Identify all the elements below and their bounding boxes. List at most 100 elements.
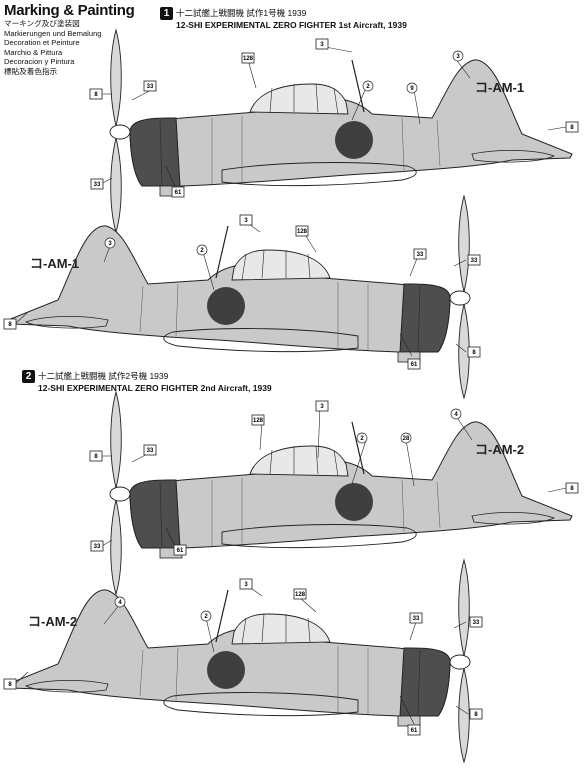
lang-fr: Decoration et Peinture <box>4 38 80 48</box>
callout-33: 33 <box>409 612 423 624</box>
callout-number: 9 <box>410 86 414 92</box>
callout-61: 61 <box>407 724 421 736</box>
callout-number: 8 <box>570 125 574 131</box>
callout-8: 8 <box>89 450 103 462</box>
callout-8: 8 <box>3 678 17 690</box>
callout-3: 3 <box>315 38 329 50</box>
section-2-jp: 十二試艦上戦闘機 試作2号機 1939 <box>38 370 169 381</box>
lang-de: Markierungen und Bemalung <box>4 28 102 38</box>
callout-number: 3 <box>244 582 248 588</box>
callout-number: 8 <box>474 712 478 718</box>
section-1-jp: 十二試艦上戦闘機 試作1号機 1939 <box>176 7 307 18</box>
callout-3: 3 <box>452 50 464 62</box>
aircraft-2-right-profile <box>7 559 471 763</box>
section-2-number: 2 <box>22 370 35 383</box>
callout-number: 8 <box>8 322 12 328</box>
callout-3: 3 <box>239 214 253 226</box>
callout-number: 33 <box>147 448 154 454</box>
callout-number: 8 <box>94 454 98 460</box>
callout-number: 33 <box>417 252 424 258</box>
callout-61: 61 <box>171 186 185 198</box>
callout-number: 2 <box>204 614 208 620</box>
lang-es: Decoracion y Pintura <box>4 57 75 67</box>
callout-33: 33 <box>90 540 104 552</box>
callout-4: 4 <box>450 408 462 420</box>
aircraft-2-left-profile: コ-AM-2 <box>109 391 573 595</box>
callout-2: 2 <box>200 610 212 622</box>
callouts-aircraft-2 <box>14 405 567 725</box>
callout-8: 8 <box>565 121 579 133</box>
callout-number: 4 <box>118 600 122 606</box>
callout-number: 2 <box>200 248 204 254</box>
callout-number: 128 <box>295 592 306 598</box>
callout-number: 4 <box>454 412 458 418</box>
aircraft-2-right-registration: コ-AM-2 <box>28 614 77 629</box>
callout-9: 9 <box>406 82 418 94</box>
callout-number: 2 <box>360 436 364 442</box>
callout-number: 28 <box>403 436 410 442</box>
callout-number: 33 <box>147 84 154 90</box>
callout-33: 33 <box>469 616 483 628</box>
aircraft-1-right-registration: コ-AM-1 <box>30 256 79 271</box>
callout-number: 33 <box>473 620 480 626</box>
callout-128: 128 <box>295 225 309 237</box>
callout-128: 128 <box>251 414 265 426</box>
callout-number: 61 <box>411 362 418 368</box>
callout-number: 33 <box>94 182 101 188</box>
callout-number: 33 <box>471 258 478 264</box>
callout-33: 33 <box>143 80 157 92</box>
callout-61: 61 <box>173 544 187 556</box>
callout-4: 4 <box>114 596 126 608</box>
callout-2: 2 <box>196 244 208 256</box>
lang-zh: 標貼及着色指示 <box>4 66 58 76</box>
callout-8: 8 <box>469 708 483 720</box>
callout-number: 33 <box>413 616 420 622</box>
callout-number: 61 <box>177 548 184 554</box>
lang-ja: マーキング及び塗装図 <box>4 19 80 28</box>
callout-61: 61 <box>407 358 421 370</box>
callout-128: 128 <box>293 588 307 600</box>
callout-8: 8 <box>3 318 17 330</box>
callout-number: 128 <box>297 229 308 235</box>
section-1-en: 12-SHI EXPERIMENTAL ZERO FIGHTER 1st Air… <box>176 20 407 30</box>
callout-number: 8 <box>94 92 98 98</box>
callout-33: 33 <box>413 248 427 260</box>
callout-128: 128 <box>241 52 255 64</box>
page-title: Marking & Painting <box>4 2 135 19</box>
callout-number: 8 <box>8 682 12 688</box>
callout-33: 33 <box>467 254 481 266</box>
callout-number: 8 <box>570 486 574 492</box>
callout-3: 3 <box>315 400 329 412</box>
callout-number: 61 <box>175 190 182 196</box>
aircraft-1-left-profile: コ-AM-1 <box>109 29 573 233</box>
language-list: マーキング及び塗装図 Markierungen und Bemalung Dec… <box>4 19 102 77</box>
section-2-en: 12-SHI EXPERIMENTAL ZERO FIGHTER 2nd Air… <box>38 383 272 393</box>
callout-3: 3 <box>239 578 253 590</box>
callout-number: 3 <box>456 54 460 60</box>
aircraft-2-left-registration: コ-AM-2 <box>475 442 524 457</box>
section-1-number: 1 <box>160 7 173 20</box>
callout-3: 3 <box>104 237 116 249</box>
callout-number: 33 <box>94 544 101 550</box>
callout-8: 8 <box>565 482 579 494</box>
aircraft-1-right-profile <box>7 195 471 399</box>
callout-28: 28 <box>400 432 412 444</box>
callout-2: 2 <box>362 80 374 92</box>
aircraft-1-left-registration: コ-AM-1 <box>475 80 524 95</box>
callout-number: 8 <box>472 350 476 356</box>
callout-number: 2 <box>366 84 370 90</box>
callout-number: 3 <box>320 42 324 48</box>
callout-8: 8 <box>89 88 103 100</box>
callout-33: 33 <box>143 444 157 456</box>
callout-number: 128 <box>243 56 254 62</box>
callout-33: 33 <box>90 178 104 190</box>
lang-it: Marchio & Pittura <box>4 47 63 57</box>
callout-2: 2 <box>356 432 368 444</box>
callout-number: 128 <box>253 418 264 424</box>
callout-number: 3 <box>244 218 248 224</box>
callout-number: 3 <box>108 241 112 247</box>
